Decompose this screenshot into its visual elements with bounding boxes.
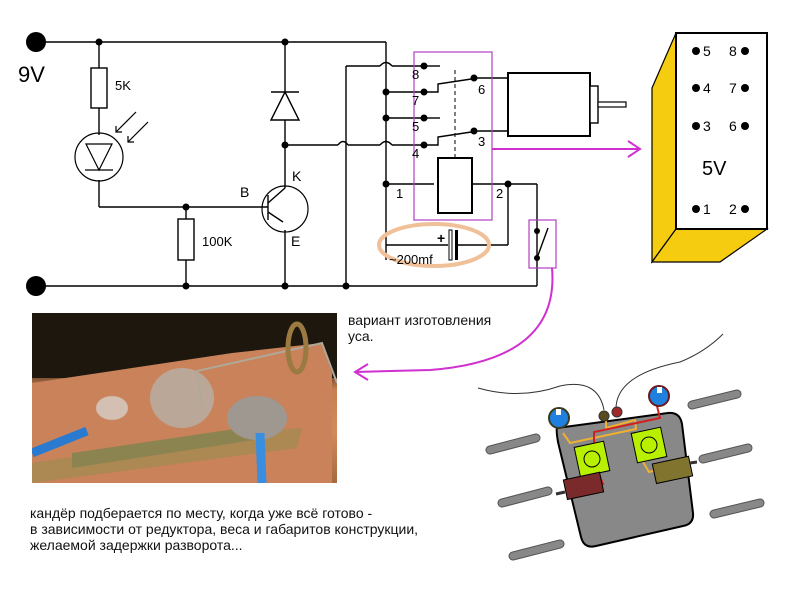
capacitor-icon (448, 229, 453, 261)
relay-pin-4: 4 (412, 146, 419, 161)
whisker-switch-icon (534, 227, 549, 261)
resistor-5k-icon (90, 67, 108, 109)
minus-terminal-icon (26, 276, 46, 296)
motor-left (562, 471, 605, 501)
relay-pin-8: 8 (412, 67, 419, 82)
wires (36, 41, 538, 287)
transistor-base-label: B (240, 184, 249, 200)
whisker-switch-outline (528, 219, 557, 269)
whisker-right (615, 333, 724, 411)
resistor-100k-icon (177, 218, 195, 261)
whisker-left (477, 383, 605, 411)
plus-terminal-icon (26, 32, 46, 52)
relay-coil-icon (437, 157, 473, 214)
whisker-photo (32, 313, 343, 483)
bottom-note-line1: кандёр подберается по месту, когда уже в… (30, 505, 373, 521)
module-pin-3: 3 (703, 118, 711, 134)
r1-label: 5K (115, 78, 131, 93)
diode-icon (269, 90, 301, 121)
relay-pin-5: 5 (412, 119, 419, 134)
whisker-caption: вариант изготовления уса. (348, 312, 491, 344)
bottom-note-line3: желаемой задержки разворота... (30, 537, 243, 553)
sensor-board-left (573, 440, 611, 478)
relay-pin-2: 2 (496, 186, 503, 201)
whisker-caption-line1: вариант изготовления (348, 312, 492, 328)
module-pin-7: 7 (729, 80, 737, 96)
capacitor-highlight (377, 222, 491, 268)
transistor-emitter-label: E (291, 233, 300, 249)
minus-symbol: − (32, 278, 41, 295)
relay-module (650, 32, 769, 264)
relay-pin-1: 1 (396, 186, 403, 201)
relay-outline (413, 51, 493, 221)
capacitor-label: ~200mf (389, 252, 433, 267)
whisker-caption-line2: уса. (348, 328, 374, 344)
module-pin-1: 1 (703, 201, 711, 217)
module-pin-6: 6 (729, 118, 737, 134)
relay-pin-7: 7 (412, 93, 419, 108)
module-pin-5: 5 (703, 43, 711, 59)
module-pin-2: 2 (729, 201, 737, 217)
transistor-icon (261, 185, 309, 233)
relay-pin-3: 3 (478, 134, 485, 149)
plus-symbol: + (32, 34, 41, 51)
module-pin-8: 8 (729, 43, 737, 59)
relay-pin-6: 6 (478, 82, 485, 97)
capacitor-polarity: + (437, 230, 445, 246)
photodiode-icon (74, 111, 149, 182)
robot-illustration (477, 333, 765, 561)
voltage-label: 9V (18, 62, 45, 87)
led-right (648, 385, 670, 407)
led-left (548, 407, 570, 429)
bottom-note: кандёр подберается по месту, когда уже в… (30, 505, 418, 553)
arrows (353, 140, 642, 381)
module-voltage: 5V (702, 158, 727, 180)
transistor-collector-label: K (292, 168, 302, 184)
motor-right (651, 455, 694, 485)
bottom-note-line2: в зависимости от редуктора, веса и габар… (30, 521, 419, 537)
motor-icon (507, 72, 627, 137)
module-pin-4: 4 (703, 80, 711, 96)
r2-label: 100K (202, 234, 233, 249)
junction-dots (95, 38, 512, 290)
sensor-board-right (630, 426, 668, 464)
